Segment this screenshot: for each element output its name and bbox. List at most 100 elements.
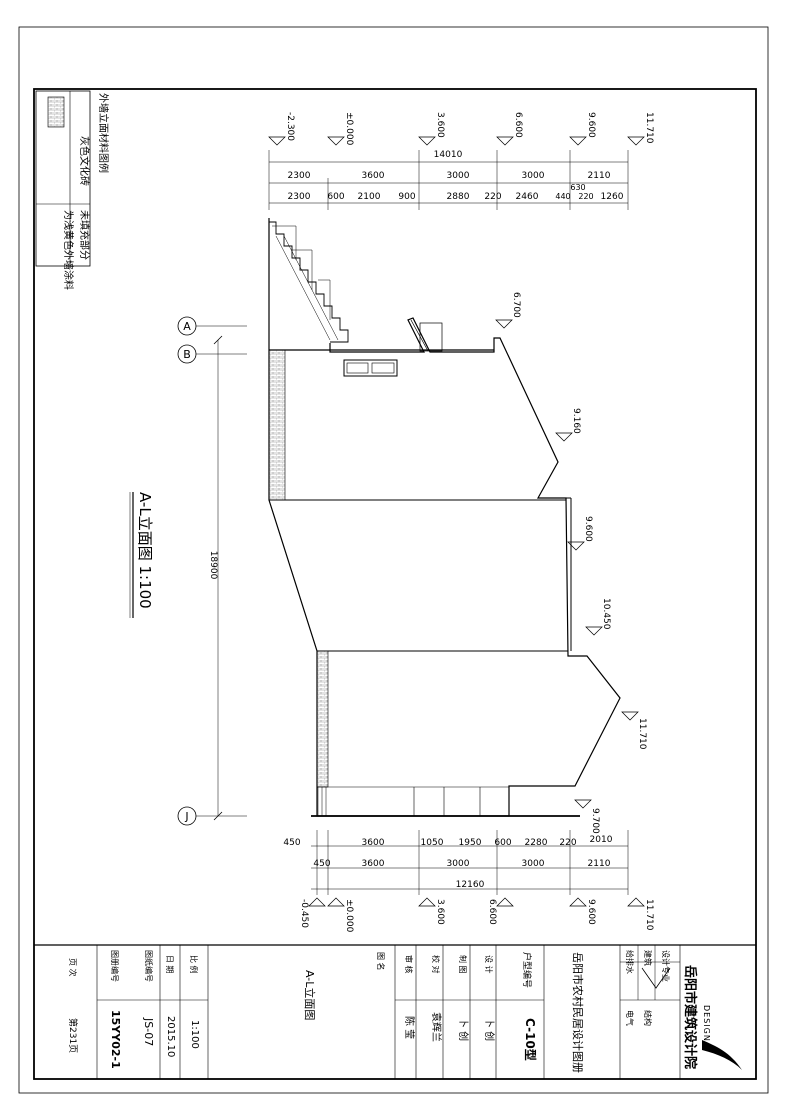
svg-text:1:100: 1:100: [189, 1020, 200, 1049]
svg-text:2460: 2460: [516, 192, 539, 202]
svg-text:450: 450: [283, 838, 300, 848]
svg-text:600: 600: [327, 192, 344, 202]
svg-text:3000: 3000: [447, 171, 470, 181]
top-elev-6: 11.710: [644, 112, 654, 144]
svg-text:2880: 2880: [447, 192, 470, 202]
mid-elev-4: 10.450: [601, 598, 611, 630]
mid-elev-1: 6.700: [511, 292, 521, 318]
material-legend: 外墙立面材料图例 灰色文化砖 未填充部分 为浅黄色外墙涂料: [35, 90, 110, 290]
svg-text:陈 莹: 陈 莹: [403, 1016, 416, 1039]
svg-text:JS-07: JS-07: [142, 1017, 155, 1046]
svg-text:图册编号: 图册编号: [110, 950, 120, 982]
svg-text:630: 630: [570, 183, 585, 192]
axis-markers: A B J 18900: [177, 316, 247, 826]
mid-elev-6: 9.700: [590, 808, 600, 834]
window: [343, 359, 398, 377]
svg-text:1050: 1050: [421, 838, 444, 848]
bottom-dimensions: [311, 830, 629, 895]
svg-text:600: 600: [494, 838, 511, 848]
legend-material-1: 灰色文化砖: [78, 136, 91, 186]
svg-text:3000: 3000: [522, 171, 545, 181]
svg-text:2300: 2300: [288, 192, 311, 202]
institute-name: 岳阳市建筑设计院: [682, 965, 698, 1069]
bottom-elev-4: 6.600: [487, 899, 497, 925]
svg-text:220: 220: [559, 838, 576, 848]
drawing-title-group: A-L立面图 1:100: [136, 492, 154, 609]
brick-cladding-2: [316, 650, 329, 788]
top-elevation-marks: [268, 136, 645, 146]
svg-text:袁辉兰: 袁辉兰: [430, 1012, 443, 1042]
svg-text:比 例: 比 例: [189, 955, 199, 974]
svg-text:第231页: 第231页: [67, 1018, 79, 1053]
svg-text:制 图: 制 图: [458, 955, 468, 974]
mid-elev-5: 11.710: [637, 718, 647, 750]
brick-cladding-1: [268, 349, 286, 501]
svg-text:15YY02-1: 15YY02-1: [109, 1010, 122, 1069]
title-block-text: 岳阳市建筑设计院 DESIGN 岳阳市农村民居设计图册 设计专业 建筑 给排水 …: [67, 950, 742, 1073]
top-dimensions: [268, 150, 629, 210]
stair-profile: [269, 221, 349, 343]
svg-text:2010: 2010: [590, 835, 613, 845]
mid-elevation-marks: [495, 319, 639, 809]
legend-material-2: 未填充部分: [78, 210, 91, 260]
bottom-elevation-marks: [308, 897, 645, 907]
atlas-title: 岳阳市农村民居设计图册: [571, 952, 585, 1073]
top-total-dimension: 14010: [434, 150, 463, 160]
svg-text:3600: 3600: [362, 171, 385, 181]
svg-text:设计专业: 设计专业: [661, 950, 671, 982]
bottom-elev-5: 9.600: [586, 899, 596, 925]
svg-text:440: 440: [555, 192, 570, 201]
svg-text:2015.10: 2015.10: [165, 1016, 176, 1057]
svg-text:1950: 1950: [459, 838, 482, 848]
bottom-elev-1: -0.450: [299, 899, 309, 928]
svg-text:2110: 2110: [588, 859, 611, 869]
svg-text:3600: 3600: [362, 859, 385, 869]
top-elev-1: -2.300: [285, 112, 295, 141]
top-elev-3: 3.600: [435, 112, 445, 138]
svg-text:220: 220: [578, 192, 593, 201]
bottom-total-dimension: 12160: [456, 880, 485, 890]
mid-elev-2: 9.160: [571, 408, 581, 434]
svg-text:户型编号: 户型编号: [521, 952, 533, 988]
svg-text:给排水: 给排水: [625, 950, 635, 974]
brick-swatch: [47, 96, 65, 128]
legend-remark-2: 为浅黄色外墙涂料: [62, 210, 75, 290]
design-word: DESIGN: [702, 1005, 711, 1042]
svg-text:图纸编号: 图纸编号: [144, 950, 154, 982]
svg-text:建筑: 建筑: [643, 950, 653, 966]
bottom-elev-6: 11.710: [644, 899, 654, 931]
svg-text:审 核: 审 核: [404, 955, 414, 974]
top-elev-4: 6.600: [513, 112, 523, 138]
svg-text:2110: 2110: [588, 171, 611, 181]
institute-logo-icon: [702, 1040, 742, 1070]
svg-text:图 名: 图 名: [376, 952, 386, 971]
figure-name: A-L立面图: [303, 970, 317, 1020]
top-elev-5: 9.600: [586, 112, 596, 138]
bottom-elev-2: ±0.000: [344, 899, 354, 933]
svg-text:结构: 结构: [643, 1010, 653, 1026]
title-block: [34, 944, 756, 1079]
svg-text:设 计: 设 计: [484, 955, 494, 974]
svg-text:校 对: 校 对: [431, 955, 441, 974]
svg-text:页 次: 页 次: [68, 958, 78, 977]
svg-text:3000: 3000: [522, 859, 545, 869]
svg-text:电气: 电气: [625, 1010, 635, 1026]
axis-label-b: B: [183, 348, 191, 361]
svg-text:220: 220: [484, 192, 501, 202]
building-elevation: [268, 218, 621, 817]
axis-label-j: J: [184, 810, 188, 823]
svg-text:3000: 3000: [447, 859, 470, 869]
legend-title: 外墙立面材料图例: [97, 93, 110, 173]
drawing-title: A-L立面图 1:100: [136, 492, 154, 609]
top-elev-2: ±0.000: [344, 112, 354, 146]
bottom-elev-3: 3.600: [435, 899, 445, 925]
svg-text:卜 创: 卜 创: [457, 1018, 470, 1041]
svg-text:日 期: 日 期: [165, 955, 174, 974]
svg-text:3600: 3600: [362, 838, 385, 848]
svg-text:450: 450: [313, 859, 330, 869]
svg-text:2280: 2280: [525, 838, 548, 848]
svg-text:1260: 1260: [601, 192, 624, 202]
svg-text:2100: 2100: [358, 192, 381, 202]
